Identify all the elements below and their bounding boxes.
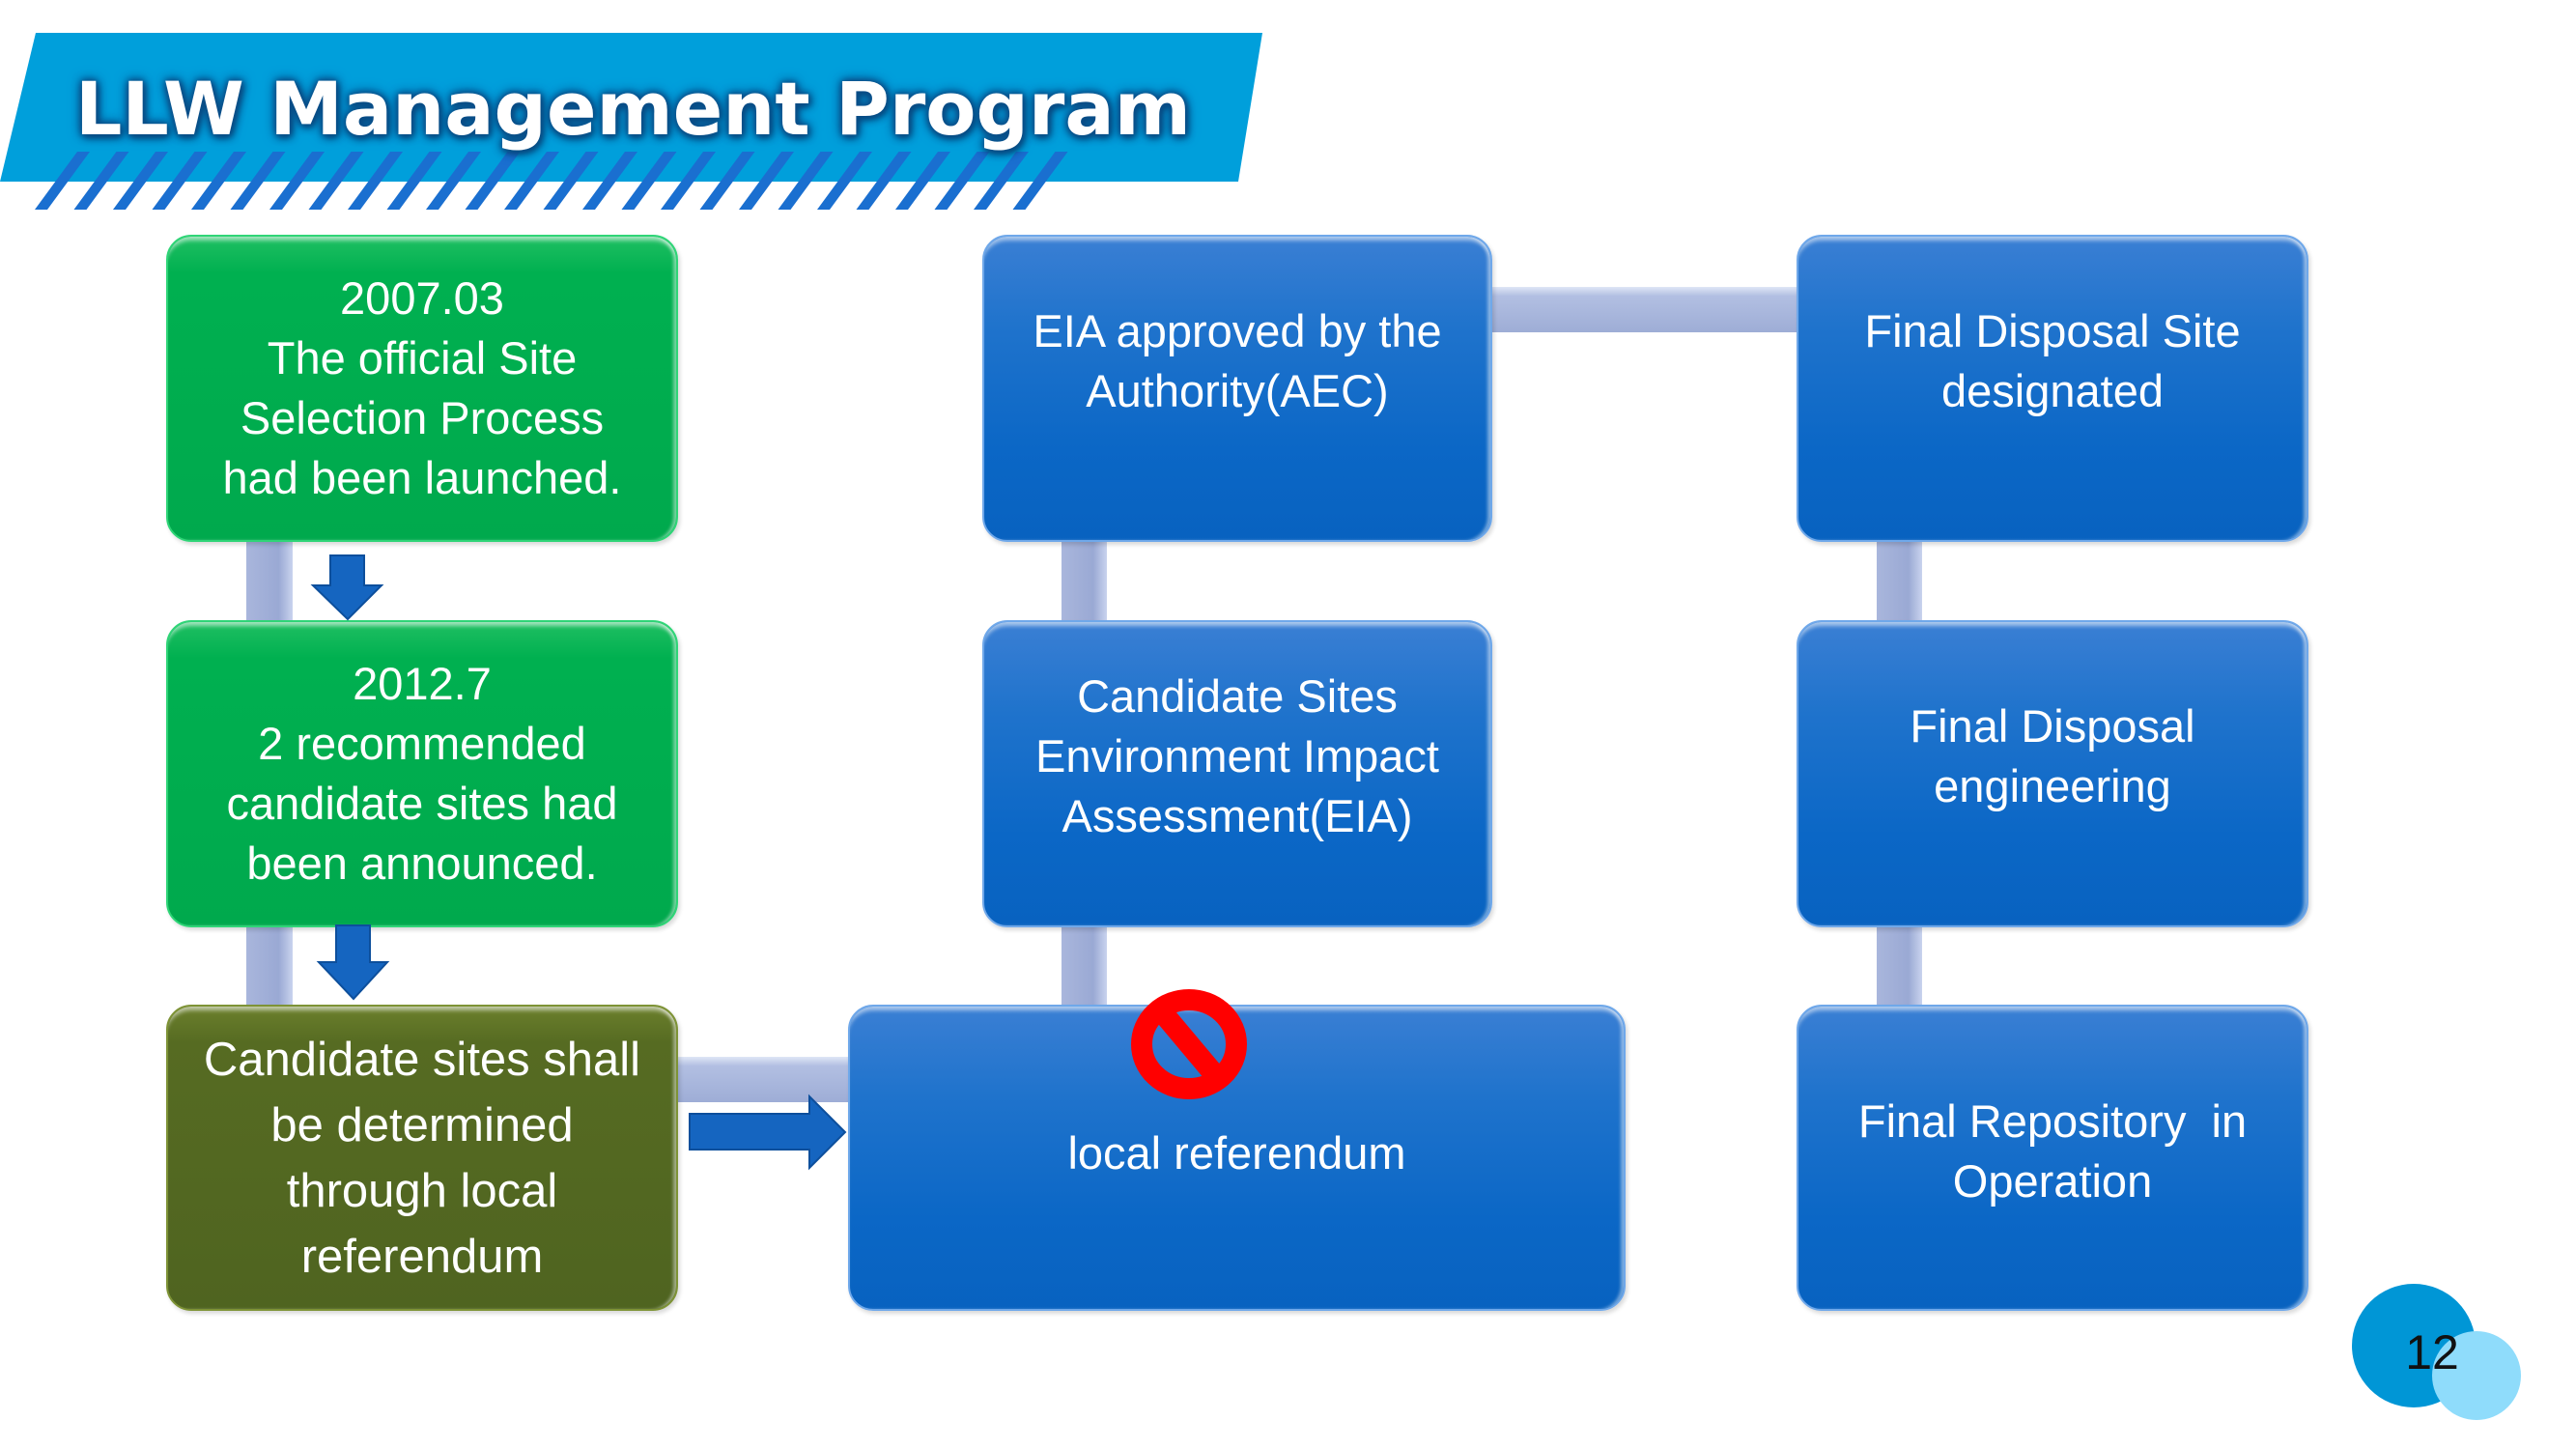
step-text: Final Disposal Site designated	[1864, 305, 2241, 416]
step-environment-impact-assessment: Candidate Sites Environment Impact Asses…	[982, 620, 1492, 927]
page-circle-light	[2432, 1331, 2521, 1420]
step-text: Final Repository in Operation	[1857, 1094, 2248, 1207]
banner-stripe	[308, 152, 364, 210]
page-number: 12	[2405, 1325, 2459, 1379]
step-final-disposal-engineering: Final Disposal engineering	[1797, 620, 2308, 927]
banner-stripe	[661, 152, 716, 210]
banner-stripe	[152, 152, 208, 210]
step-text: Final Disposal engineering	[1910, 700, 2195, 811]
banner-stripe	[895, 152, 950, 210]
prohibition-sign-icon	[1131, 989, 1247, 1099]
banner-stripe	[817, 152, 872, 210]
step-text: Candidate Sites Environment Impact Asses…	[1035, 670, 1439, 841]
banner-background	[0, 33, 1262, 182]
connector-col3-upper	[1877, 542, 1922, 620]
banner-stripe	[543, 152, 599, 210]
banner-stripe	[504, 152, 559, 210]
banner-stripe	[35, 152, 90, 210]
step-determined-through-referendum: Candidate sites shall be determined thro…	[166, 1005, 678, 1311]
arrow-down-icon	[316, 924, 390, 1001]
step-text: 2007.03 The official Site Selection Proc…	[222, 272, 622, 503]
step-site-selection-launched: 2007.03 The official Site Selection Proc…	[166, 235, 678, 542]
step-text: local referendum	[1067, 1126, 1406, 1179]
step-text: 2012.7 2 recommended candidate sites had…	[226, 658, 618, 889]
banner-stripe	[230, 152, 286, 210]
connector-step3-to-step4	[678, 1057, 848, 1102]
step-eia-approved: EIA approved by the Authority(AEC)	[982, 235, 1492, 542]
banner-stripe	[699, 152, 755, 210]
banner-stripe	[269, 152, 325, 210]
banner-stripe	[778, 152, 834, 210]
banner-stripe	[426, 152, 481, 210]
banner-stripe	[348, 152, 403, 210]
step-text: Candidate sites shall be determined thro…	[203, 1033, 641, 1283]
banner-stripe	[739, 152, 794, 210]
arrow-down-icon	[310, 554, 384, 621]
banner-stripe	[386, 152, 442, 210]
connector-col2-upper	[1062, 542, 1107, 620]
step-final-repository-operation: Final Repository in Operation	[1797, 1005, 2308, 1311]
connector-col3-lower	[1877, 927, 1922, 1005]
step-candidate-sites-announced: 2012.7 2 recommended candidate sites had…	[166, 620, 678, 927]
banner-stripe	[934, 152, 990, 210]
connector-step6-to-step7	[1492, 287, 1797, 332]
banner-stripe	[856, 152, 912, 210]
banner-stripe	[1012, 152, 1068, 210]
banner-stripe	[465, 152, 521, 210]
banner-stripe	[582, 152, 637, 210]
step-final-disposal-site-designated: Final Disposal Site designated	[1797, 235, 2308, 542]
page-number-badge	[2352, 1284, 2521, 1420]
banner-stripe	[974, 152, 1029, 210]
title-banner	[0, 33, 1262, 210]
arrow-right-icon	[689, 1094, 847, 1171]
banner-stripe	[191, 152, 246, 210]
step-text: EIA approved by the Authority(AEC)	[1033, 305, 1442, 416]
banner-stripe	[113, 152, 168, 210]
page-title: LLW Management Program	[75, 66, 1191, 152]
banner-stripe	[621, 152, 677, 210]
banner-stripes	[35, 152, 1068, 210]
connector-col2-lower	[1062, 927, 1107, 1005]
banner-stripe	[73, 152, 129, 210]
